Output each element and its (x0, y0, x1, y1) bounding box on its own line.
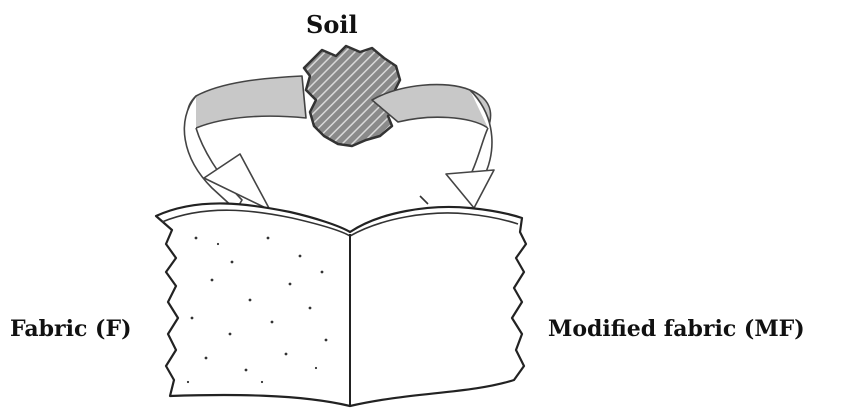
fabric-label: Fabric (F) (10, 316, 132, 342)
fabric-sheet (156, 196, 526, 406)
soil-to-modified-fabric-arrow (372, 85, 494, 208)
modified-fabric-label: Modified fabric (MF) (548, 316, 805, 342)
soil-to-fabric-arrow (184, 76, 306, 210)
fabric-outline (156, 203, 526, 406)
soil-label: Soil (306, 10, 358, 39)
